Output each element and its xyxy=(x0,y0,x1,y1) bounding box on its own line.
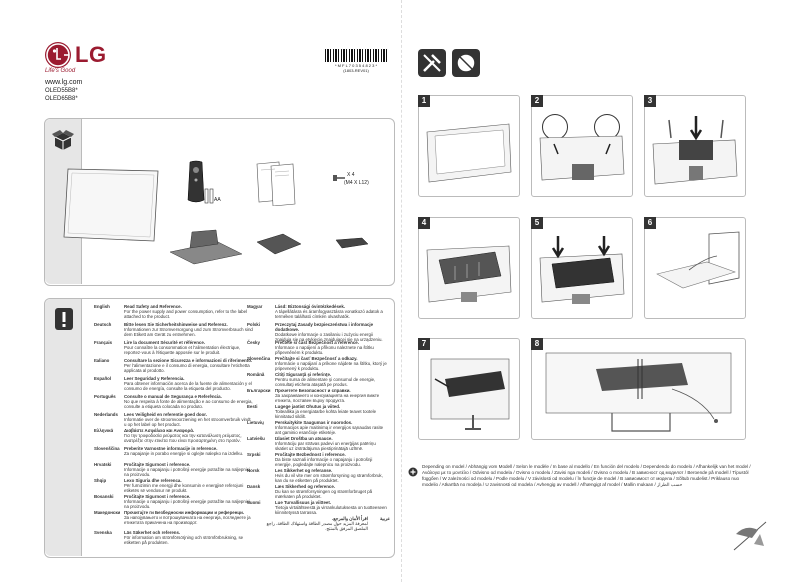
step-number: 6 xyxy=(644,217,656,229)
model-1: OLED55B8* xyxy=(45,88,78,94)
barcode-revision: (1803-REV01) xyxy=(343,68,369,73)
step-number: 7 xyxy=(418,338,430,350)
box-icon xyxy=(52,129,74,156)
step-number: 5 xyxy=(531,217,543,229)
stand-cover-icon xyxy=(255,232,303,261)
warning-icon xyxy=(55,308,73,335)
battery-icon xyxy=(204,188,214,209)
plus-circle-icon xyxy=(408,464,418,482)
language-entry: Magyar Lásd: Biztonsági óvintézkedések.A… xyxy=(247,304,383,319)
screw-icon xyxy=(333,170,345,188)
battery-label: AA xyxy=(214,197,221,203)
tv-illustration xyxy=(62,167,162,252)
language-entry: Deutsch Bitte lesen Sie Sicherheitshinwe… xyxy=(94,322,253,337)
back-cover-icon xyxy=(334,236,370,255)
step-8-panel: 8 xyxy=(531,338,746,440)
language-entry: Bosanski Pročitajte Sigurnost i referenc… xyxy=(94,494,250,509)
language-entry: Slovenščina Preberite Varnostne informac… xyxy=(94,446,244,456)
step-6-panel: 6 xyxy=(644,217,746,319)
safety-reference-panel xyxy=(44,298,395,558)
model-2: OLED65B8* xyxy=(45,96,78,102)
language-entry: Português Consulte o manual de Segurança… xyxy=(94,394,253,409)
language-entry: Latviešu Izlasiet Drošība un atsauce.Inf… xyxy=(247,436,376,451)
language-entry: Hrvatski Pročitajte Sigurnost i referenc… xyxy=(94,462,250,477)
language-entry: Eesti Lugege jaotist Ohutus ja viited.To… xyxy=(247,404,377,419)
step-1-panel: 1 xyxy=(418,95,520,197)
page-turn-icon xyxy=(730,520,770,559)
language-entry: Lietuvių Perskaitykite Saugumas ir nuoro… xyxy=(247,420,384,435)
language-entry: Македонски Прочитајте ги Безбедносни инф… xyxy=(94,510,251,525)
step-number: 3 xyxy=(644,95,656,107)
barcode xyxy=(325,49,387,62)
language-entry: Italiano Consultare la sezione Sicurezza… xyxy=(94,358,253,373)
step-number: 8 xyxy=(531,338,543,350)
language-entry: Nederlands Lees Veiligheid en referentie… xyxy=(94,412,251,427)
language-entry: Shqip Lexo Siguria dhe referenca.Për fur… xyxy=(94,478,244,493)
language-entry: Srpski Pročitajte Bezbednost i reference… xyxy=(247,452,373,467)
language-entry: Svenska Läs Säkerhet och referens.För in… xyxy=(94,530,244,545)
step-5-panel: 5 xyxy=(531,217,633,319)
language-entry: Polski Przeczytaj Zasady bezpieczeństwa … xyxy=(247,322,383,342)
model-note: Depending on model / Abhängig vom Modell… xyxy=(422,464,751,487)
no-scratch-icon xyxy=(452,49,480,82)
language-entry-arabic: عربية اقرأ الأمان والمرجع.لمعرفة المزيد … xyxy=(266,516,390,531)
step-number: 2 xyxy=(531,95,543,107)
step-3-panel: 3 xyxy=(644,95,746,197)
language-entry: English Read Safety and Reference.For th… xyxy=(94,304,248,319)
brand-name: LG xyxy=(75,42,107,67)
manual-documents-icon xyxy=(255,160,297,211)
language-entry: Ελληνικά Διαβάστε Ασφάλεια και Αναφορά.Γ… xyxy=(94,428,242,443)
screw-spec: (M4 X L12) xyxy=(344,180,369,186)
stand-base-icon xyxy=(168,228,243,271)
language-entry: Česky Přečtěte si část Bezpečnost a refe… xyxy=(247,340,374,355)
barcode-number: * M F L 7 0 3 5 4 8 2 3 * xyxy=(334,63,378,68)
language-column-right: Magyar Lásd: Biztonsági óvintézkedések.A… xyxy=(247,304,390,554)
language-entry: Norsk Les Sikkerhet og referanse.Hvis du… xyxy=(247,468,383,483)
fold-line xyxy=(401,0,402,582)
language-entry: Dansk Læs Sikkerhed og reference.Du kan … xyxy=(247,484,373,499)
language-entry: Slovenčina Prečítajte si časť Bezpečnosť… xyxy=(247,356,387,371)
language-entry: Suomi Lue Turvallisuus ja viitteet.Tieto… xyxy=(247,500,387,515)
language-entry: Français Lire la document Sécurité et ré… xyxy=(94,340,241,355)
step-number: 1 xyxy=(418,95,430,107)
language-entry: Română Citiţi Siguranţă şi referinţe.Pen… xyxy=(247,372,376,387)
tools-icon xyxy=(418,49,446,82)
website: www.lg.com xyxy=(45,79,83,86)
brand-tagline: Life's Good xyxy=(45,68,76,74)
step-2-panel: 2 xyxy=(531,95,633,197)
step-number: 4 xyxy=(418,217,430,229)
screw-quantity: X 4 xyxy=(347,172,355,178)
step-7-panel: 7 xyxy=(418,338,520,440)
lg-logo-icon xyxy=(45,42,71,68)
language-entry: Español Leer Seguridad y Referencia.Para… xyxy=(94,376,252,391)
remote-control-icon xyxy=(184,160,208,210)
step-4-panel: 4 xyxy=(418,217,520,319)
language-entry: Български Прочетете Безопасност и справк… xyxy=(247,388,380,403)
language-column-left: English Read Safety and Reference.For th… xyxy=(94,304,253,554)
safety-sidebar xyxy=(45,299,82,556)
